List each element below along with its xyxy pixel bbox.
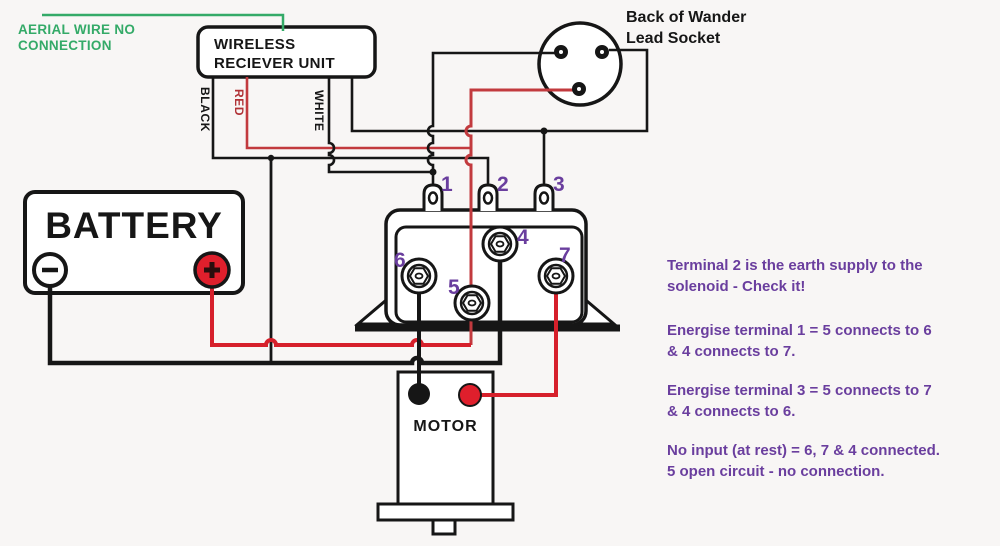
socket-pin-left: [554, 45, 568, 59]
junction-dot-white-terminal1: [429, 168, 437, 176]
battery-positive-terminal: [193, 251, 231, 289]
wire-label-red: RED: [232, 89, 246, 117]
spade-terminal-2: [477, 183, 499, 211]
note-no-input: No input (at rest) = 6, 7 & 4 connected.…: [667, 442, 940, 480]
motor-flange: [376, 502, 515, 522]
receiver-white-wire-to-terminal1: [327, 77, 433, 174]
receiver-label-line1: WIRELESS: [214, 36, 296, 53]
terminal-number-5: 5: [448, 276, 460, 299]
socket-pin-right: [595, 45, 609, 59]
plus-symbol: [204, 262, 220, 278]
note-energise-terminal1: Energise terminal 1 = 5 connects to 6 & …: [667, 322, 932, 360]
aerial-wire: [42, 13, 285, 31]
socket-label-line1: Back of Wander: [626, 9, 747, 26]
motor-shaft-stub: [431, 518, 457, 536]
solenoid-inner-face: [394, 225, 584, 324]
connectors: [32, 45, 609, 407]
receiver-body: [196, 25, 377, 79]
receiver-fourth-wire-socket-loop: [350, 48, 649, 133]
solenoid-stud-7: [537, 257, 575, 295]
aerial-label: AERIAL WIRE NO CONNECTION: [18, 22, 135, 54]
motor-terminal-negative: [408, 383, 430, 405]
aerial-label-line1: AERIAL WIRE NO: [18, 22, 136, 37]
terminal-number-7: 7: [559, 244, 571, 267]
terminal-number-4: 4: [517, 226, 529, 249]
wire-label-black: BLACK: [198, 87, 212, 132]
note-terminal2-earth: Terminal 2 is the earth supply to the so…: [667, 257, 923, 295]
motor-terminal-positive: [458, 383, 482, 407]
wires: [42, 13, 649, 397]
wander-socket-body: [537, 21, 623, 107]
motor-label: MOTOR: [413, 418, 478, 435]
spade-terminal-3: [533, 183, 555, 211]
wire-label-white: WHITE: [312, 90, 326, 132]
receiver-red-wire: [245, 77, 471, 150]
aerial-label-line2: CONNECTION: [18, 38, 112, 53]
battery-label: BATTERY: [45, 205, 223, 246]
socket-pin-bottom: [572, 82, 586, 96]
battery-body: [23, 190, 245, 295]
solenoid-stud-5: [453, 284, 491, 322]
terminal-number-3: 3: [553, 173, 565, 196]
wander-socket-label: Back of Wander Lead Socket: [626, 7, 746, 49]
socket-bottom-pin-red-wire-to-terminal5: [464, 88, 579, 345]
receiver-black-wire-to-terminal2: [211, 77, 490, 186]
socket-label-line2: Lead Socket: [626, 30, 721, 47]
solenoid-stud-4: [481, 225, 519, 263]
battery-negative-terminal: [32, 252, 68, 288]
terminal-number-1: 1: [441, 173, 453, 196]
receiver-label-line2: RECIEVER UNIT: [214, 55, 336, 72]
receiver-label: WIRELESS RECIEVER UNIT: [214, 35, 335, 73]
terminal7-red-wire-to-motor: [478, 282, 558, 397]
note-energise-terminal3: Energise terminal 3 = 5 connects to 7 & …: [667, 382, 932, 420]
junction-dot-terminal3: [540, 127, 548, 135]
socket-left-pin-wire-to-terminal1: [426, 51, 561, 186]
solenoid-stud-6: [400, 257, 438, 295]
junction-dot-black: [267, 154, 275, 162]
terminal-number-6: 6: [394, 249, 406, 272]
terminal-number-2: 2: [497, 173, 509, 196]
spade-terminal-1: [422, 183, 444, 211]
